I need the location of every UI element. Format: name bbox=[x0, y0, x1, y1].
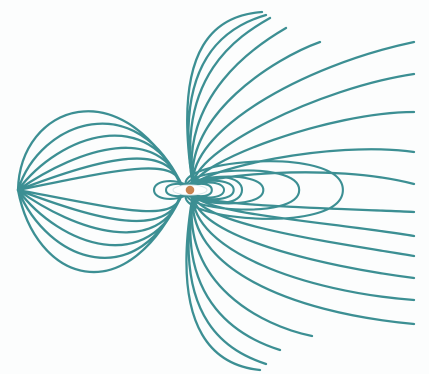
field-line bbox=[16, 167, 184, 213]
field-line bbox=[165, 182, 189, 198]
field-line bbox=[191, 40, 322, 188]
field-line bbox=[16, 122, 184, 259]
upper-right-field-lines bbox=[186, 10, 416, 188]
field-line bbox=[185, 192, 262, 372]
field-line bbox=[191, 148, 416, 188]
core-dot bbox=[185, 185, 195, 195]
field-line bbox=[191, 181, 225, 199]
field-line bbox=[187, 192, 268, 366]
field-line bbox=[191, 171, 416, 188]
central-core bbox=[172, 184, 208, 196]
field-line bbox=[187, 13, 268, 188]
field-line bbox=[189, 16, 272, 188]
field-line bbox=[191, 40, 416, 188]
field-line bbox=[191, 192, 416, 326]
field-line bbox=[16, 110, 184, 274]
field-line bbox=[184, 160, 344, 220]
field-line bbox=[190, 26, 288, 188]
lower-right-field-lines bbox=[185, 192, 416, 372]
field-line bbox=[185, 169, 301, 211]
field-line bbox=[190, 192, 314, 338]
field-line bbox=[186, 175, 265, 205]
field-line bbox=[190, 176, 244, 204]
field-line bbox=[191, 192, 416, 302]
field-line bbox=[152, 180, 190, 200]
left-field-lines bbox=[16, 110, 184, 274]
field-line bbox=[189, 192, 282, 352]
